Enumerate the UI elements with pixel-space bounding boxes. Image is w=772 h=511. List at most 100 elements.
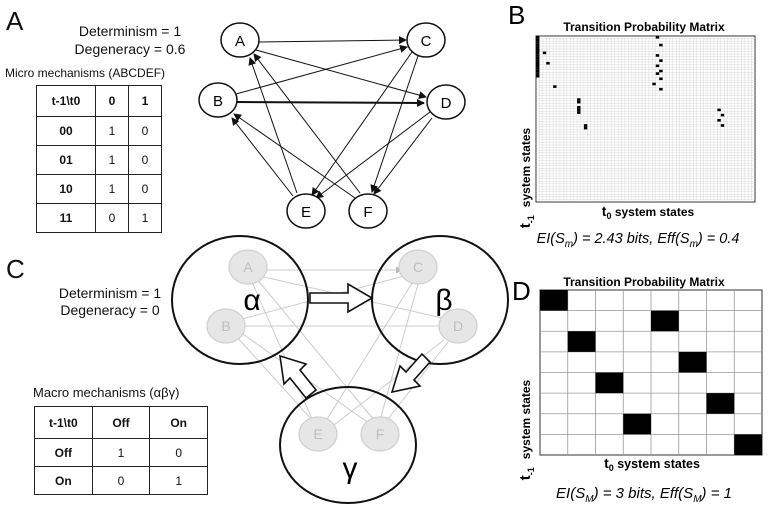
edge-a-c [257,36,407,45]
macro-node-beta [371,235,509,365]
matrix-cell-filled [536,36,540,39]
matrix-cell-filled [536,48,540,52]
matrix-cell-filled [536,74,540,78]
matrix-cell-filled [659,59,663,62]
ei-equation-b: EI(Sm) = 2.43 bits, Eff(Sm) = 0.4 [537,231,740,250]
matrix-cell-filled [659,87,663,91]
table-header-cell: t-1\t0 [36,85,96,117]
edge-d-e [315,111,431,199]
matrix-cell-filled [655,64,660,68]
faint-node-c: C [413,259,423,275]
ei-equation-d: EI(SM) = 3 bits, Eff(SM) = 1 [556,485,732,505]
node-c: C [406,22,446,58]
degeneracy-label-c: Degeneracy = 0 [60,302,160,318]
faint-node-a: A [243,259,253,275]
edge-e-a [248,57,298,194]
edge-c-e [311,51,413,196]
matrix-cell-filled [536,64,540,68]
node-label: B [213,93,223,110]
micro-graph-edges [231,36,433,199]
matrix-cell-filled [577,106,581,109]
panel-d: D Transition Probability Matrix t-1syste… [512,275,763,505]
edge-b-d [235,98,425,107]
macro-label-beta: β [435,284,452,317]
macro-arrow-beta-gamma [390,352,432,394]
matrix-cell-filled [536,61,540,65]
edge-a-d [255,49,427,99]
matrix-cell-filled [536,41,540,44]
micro-mechanism-table: t-1\t0 0 1 00 1 0 01 1 0 10 1 0 11 0 1 [36,85,162,233]
macro-mechanism-table: t-1\t0 Off On Off 1 0 On 0 1 [34,406,208,495]
matrix-title-b: Transition Probability Matrix [563,20,725,34]
node-label: E [301,204,311,221]
matrix-cell-filled [577,98,581,101]
table-cell: 0 [91,466,151,495]
macro-label-gamma: γ [343,452,358,485]
matrix-cell-filled [655,36,660,39]
xlabel-b: t0 system states [602,203,695,221]
matrix-cell-filled [536,72,540,75]
table-row: 11 0 1 [36,203,162,233]
table-cell: 1 [128,203,162,233]
ylabel-b: t-1system states [517,127,536,228]
matrix-cell-filled [536,43,540,47]
macro-arrow-alpha-beta [309,282,374,314]
matrix-cell-filled [655,54,660,57]
matrix-cell-filled [678,351,707,373]
matrix-cell-filled [659,77,663,81]
matrix-cell-filled [659,69,663,73]
node-label: A [235,33,245,50]
edge-b-c [235,44,408,95]
matrix-cell-filled [720,124,725,127]
matrix-cell-filled [595,372,624,394]
node-d: D [426,84,466,120]
node-a: A [220,22,260,58]
matrix-cell-filled [536,59,540,62]
edge-e-b [231,117,294,197]
tpm-micro-matrix[interactable] [535,35,756,203]
matrix-cell-filled [536,54,540,57]
matrix-title-d: Transition Probability Matrix [563,275,725,289]
ylabel-d: t-1system states [517,379,536,480]
matrix-cell-filled [577,111,581,114]
panel-letter-b: B [508,0,525,30]
macro-node-alpha [171,235,309,365]
matrix-cell-filled [542,51,547,55]
macro-label-alpha: α [243,284,260,317]
node-f: F [348,193,388,229]
node-label: C [421,33,432,50]
panel-letter-d: D [512,276,531,306]
matrix-cell-filled [577,100,581,104]
node-label: F [363,204,372,221]
matrix-cell-filled [720,113,725,117]
matrix-cell-filled [651,310,679,332]
table-row: 10 1 0 [36,174,162,204]
table-cell: 1 [95,145,129,175]
matrix-cell-filled [734,434,762,455]
macro-graph: A B C D E F α β γ [171,235,509,504]
faint-micro-nodes [206,249,478,452]
tpm-macro-matrix[interactable] [539,289,763,456]
matrix-cell-filled [706,393,735,414]
matrix-cell-filled [536,67,540,70]
edge-f-a [253,53,361,194]
matrix-cell-filled [577,108,581,112]
faint-node-e: E [313,426,322,442]
table-row: 01 1 0 [36,145,162,175]
table-cell: 0 [128,145,162,175]
matrix-cell-filled [655,72,660,75]
matrix-cell-filled [536,51,540,55]
micro-mechanisms-caption: Micro mechanisms (ABCDEF) [5,66,166,80]
matrix-cell-filled [536,38,540,42]
matrix-cell-filled [623,413,651,435]
matrix-cell-filled [553,85,557,88]
macro-arrow-gamma-alpha [279,354,318,400]
table-cell: 11 [36,203,96,233]
faint-node-d: D [453,318,463,334]
matrix-cell-filled [536,69,540,73]
panel-b: B Transition Probability Matrix t-1syste… [508,0,756,250]
matrix-cell-filled [536,56,540,60]
matrix-cell-filled [540,290,568,311]
micro-graph-nodes: A B C D E F [198,22,466,229]
